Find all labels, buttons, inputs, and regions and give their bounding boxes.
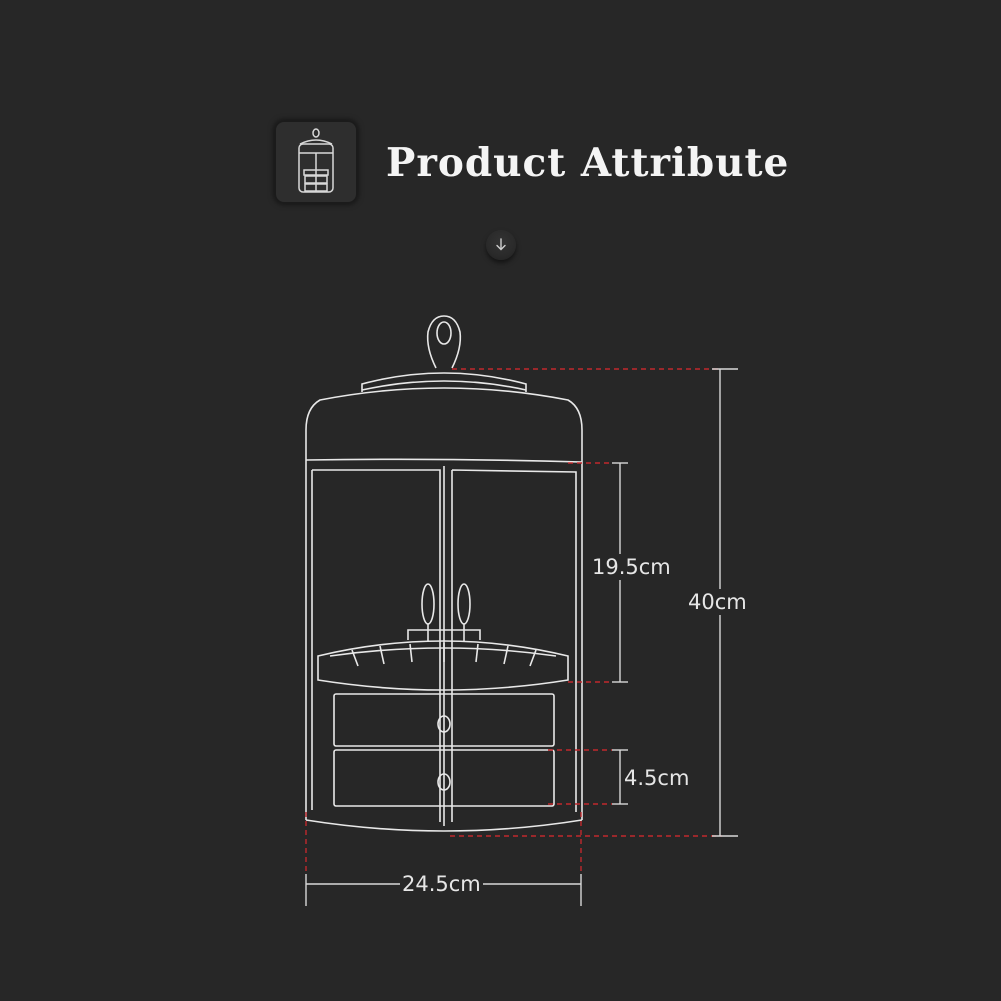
organizer-outline: [305, 315, 583, 832]
lid: [361, 372, 527, 392]
dome-top: [305, 387, 583, 431]
dimension-lines: [305, 368, 738, 906]
dimension-compartment-height: 19.5cm: [590, 554, 673, 580]
dimension-total-height: 40cm: [686, 589, 749, 615]
rotating-tray: [317, 640, 569, 691]
upper-drawer: [333, 693, 555, 747]
dimension-width: 24.5cm: [400, 871, 483, 897]
organizer-icon: [298, 128, 334, 193]
left-door: [311, 469, 441, 822]
page-title: Product Attribute: [386, 140, 790, 186]
guide-lines: [305, 368, 722, 872]
product-icon-badge: [274, 120, 358, 204]
scroll-down-button[interactable]: [486, 230, 516, 260]
right-door: [451, 469, 577, 822]
lower-drawer: [333, 749, 555, 807]
dimension-drawer-height: 4.5cm: [622, 765, 692, 791]
arrow-down-icon: [496, 238, 506, 251]
base: [305, 819, 583, 832]
top-handle: [426, 315, 462, 369]
